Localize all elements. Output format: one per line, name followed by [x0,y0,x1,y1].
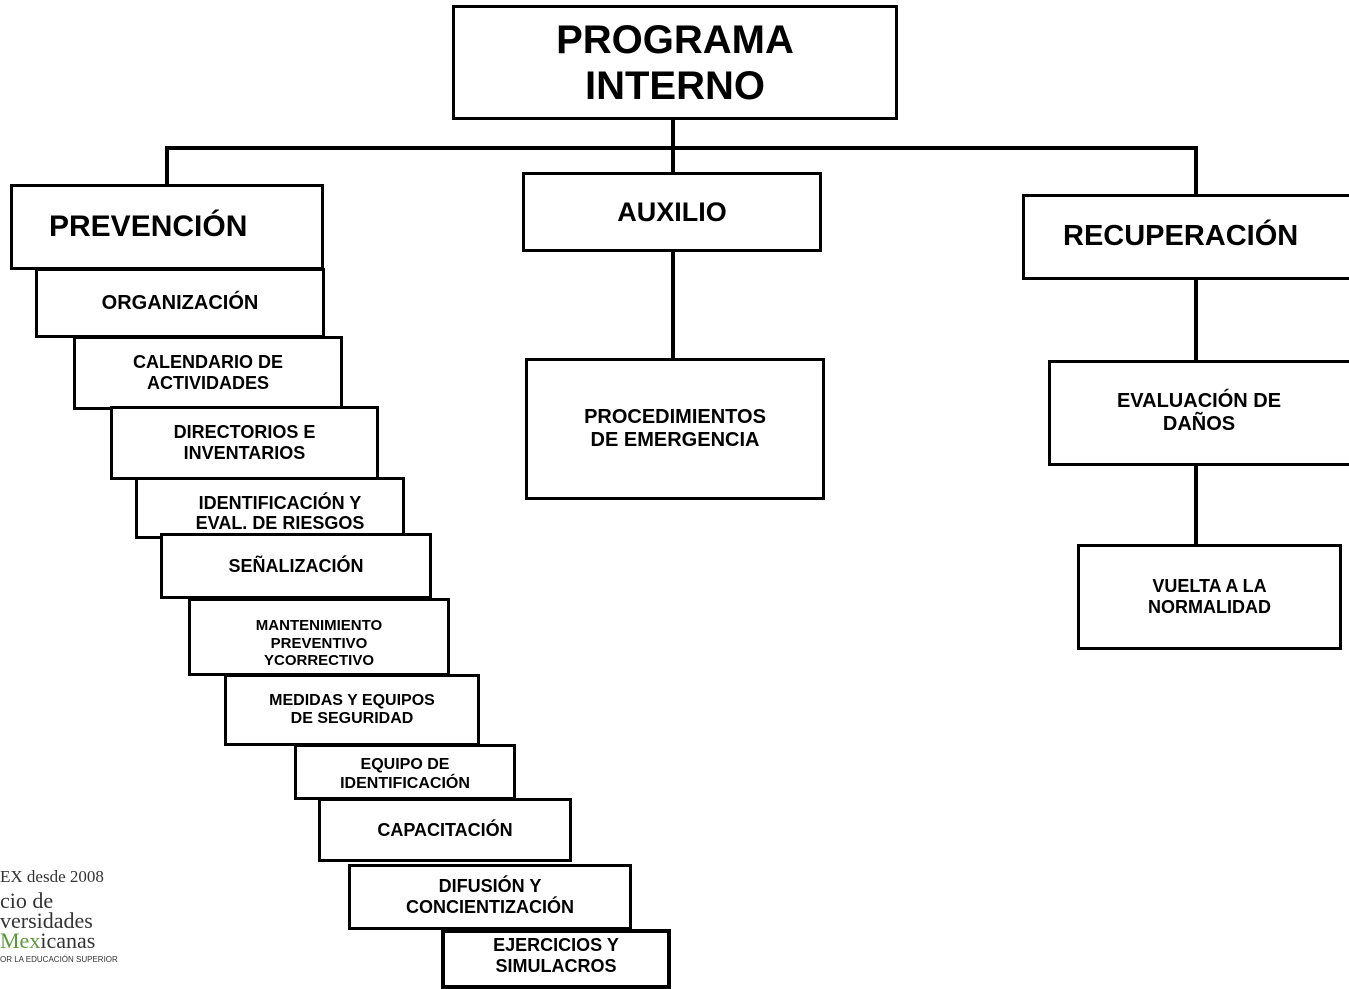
logo-line: EX desde 2008 [0,867,104,886]
recuperacion-item: VUELTA A LA NORMALIDAD [1077,544,1342,650]
logo-accent: Mex [0,928,41,953]
prevencion-item: SEÑALIZACIÓN [160,533,432,599]
prevencion-item: DIFUSIÓN Y CONCIENTIZACIÓN [348,864,632,930]
prevencion-item: CALENDARIO DE ACTIVIDADES [73,336,343,410]
prevencion-item: CAPACITACIÓN [318,798,572,862]
prevencion-item: ORGANIZACIÓN [35,268,325,338]
prevencion-node: PREVENCIÓN [10,184,324,270]
logo-text: icanas [40,928,96,953]
auxilio-node: AUXILIO [522,172,822,252]
recuperacion-drop [1194,146,1198,196]
prevencion-item: DIRECTORIOS E INVENTARIOS [110,406,379,480]
prevencion-item: EJERCICIOS Y SIMULACROS [441,929,671,989]
prevencion-item: IDENTIFICACIÓN Y EVAL. DE RIESGOS [135,477,405,539]
logo-line: cio de [0,888,54,913]
auxilio-to-procedimientos [671,250,675,360]
logo-line: Mexicanas [0,930,95,952]
prevencion-item: MANTENIMIENTO PREVENTIVO YCORRECTIVO [188,598,450,676]
auxilio-item: PROCEDIMIENTOS DE EMERGENCIA [525,358,825,500]
prevencion-item: MEDIDAS Y EQUIPOS DE SEGURIDAD [224,674,480,746]
logo-line: versidades [0,908,93,933]
evaluacion-to-vuelta [1194,464,1198,546]
branch-bar [165,146,1198,150]
recuperacion-item: EVALUACIÓN DE DAÑOS [1048,360,1349,466]
recuperacion-to-evaluacion [1194,278,1198,362]
recuperacion-node: RECUPERACIÓN [1022,194,1349,280]
prevencion-drop [165,146,169,186]
root-node: PROGRAMA INTERNO [452,5,898,120]
logo-tagline: OR LA EDUCACIÓN SUPERIOR [0,955,118,964]
prevencion-item: EQUIPO DE IDENTIFICACIÓN [294,744,516,800]
